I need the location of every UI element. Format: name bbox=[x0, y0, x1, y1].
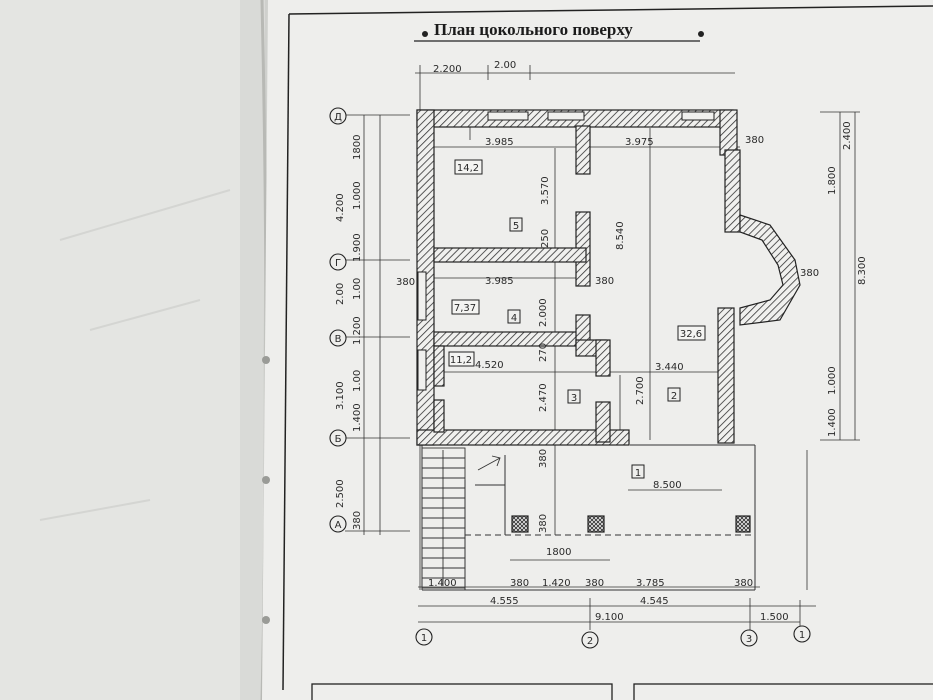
plan-title: План цокольного поверху bbox=[414, 20, 704, 42]
dim-left-3100: 3.100 bbox=[335, 381, 346, 410]
row-axis-letters: Д Г В Б А bbox=[334, 112, 342, 531]
axis-row-b bbox=[329, 429, 347, 447]
dim-room2-top-w: 3.975 bbox=[625, 137, 654, 148]
dim-left-1800: 1800 bbox=[352, 135, 363, 160]
axis-col-2 bbox=[581, 631, 599, 649]
dim-room3-w: 4.520 bbox=[475, 360, 504, 371]
dim-room4-h: 2.000 bbox=[538, 298, 549, 327]
partition-5-2-upper bbox=[575, 125, 591, 175]
dim-room4-w: 3.985 bbox=[485, 276, 514, 287]
dim-right-1000: 1.000 bbox=[827, 366, 838, 395]
dim-full-h-inner: 8.540 bbox=[615, 221, 626, 250]
wall-east-upper bbox=[719, 109, 738, 156]
dim-total-right: 4.545 bbox=[640, 596, 669, 607]
axis-row-v bbox=[329, 329, 347, 347]
dim-top-b: 2.00 bbox=[494, 60, 516, 71]
vertical-dimension-texts: 3.570 250 8.540 2.000 270 2.470 2.700 38… bbox=[335, 121, 868, 533]
axis-row-g bbox=[329, 253, 347, 271]
axis-row-a-label: А bbox=[335, 520, 342, 531]
partition-4-3 bbox=[433, 331, 587, 347]
axis-col-1-label: 1 bbox=[421, 633, 427, 644]
stairs bbox=[421, 447, 501, 589]
dim-left-4200: 4.200 bbox=[335, 193, 346, 222]
dim-right-1800: 1.800 bbox=[827, 166, 838, 195]
dim-v-270: 270 bbox=[538, 343, 549, 362]
dim-right-1400: 1.400 bbox=[827, 408, 838, 437]
dim-bottom-3785: 3.785 bbox=[636, 578, 665, 589]
room4-area: 7,37 bbox=[454, 303, 476, 314]
room1-number: 1 bbox=[635, 468, 641, 479]
wall-east-lower bbox=[717, 307, 735, 444]
dim-left-2500: 2.500 bbox=[335, 479, 346, 508]
row-axis-markers bbox=[329, 107, 347, 533]
room2-area: 32,6 bbox=[680, 329, 702, 340]
axis-row-d bbox=[329, 107, 347, 125]
dim-wall-380-top-right: 380 bbox=[745, 135, 764, 146]
dim-room5-w: 3.985 bbox=[485, 137, 514, 148]
dim-top-a: 2.200 bbox=[433, 64, 462, 75]
windows bbox=[417, 111, 715, 391]
dim-total: 9.100 bbox=[595, 612, 624, 623]
room4-number: 4 bbox=[511, 313, 517, 324]
axis-col-3 bbox=[740, 629, 758, 647]
dim-total-left: 4.555 bbox=[490, 596, 519, 607]
dim-v-250: 250 bbox=[540, 229, 551, 248]
column-axis-numbers: 1 2 3 1 bbox=[421, 630, 805, 647]
dim-room2-h: 2.700 bbox=[635, 376, 646, 405]
dim-left-1200: 1.200 bbox=[352, 316, 363, 345]
axis-row-v-label: В bbox=[335, 334, 342, 345]
bay-window-wall bbox=[739, 214, 801, 326]
dim-left-1000a: 1.000 bbox=[352, 181, 363, 210]
dim-stair-1800: 1800 bbox=[546, 547, 571, 558]
columns bbox=[511, 515, 751, 533]
partition-5-4 bbox=[433, 247, 587, 263]
dim-room3-h: 2.470 bbox=[538, 383, 549, 412]
dim-left-1000b: 1.00 bbox=[352, 370, 363, 392]
dim-left-380: 380 bbox=[352, 511, 363, 530]
room3-number: 3 bbox=[571, 393, 577, 404]
room3-area: 11,2 bbox=[450, 355, 472, 366]
dim-bottom-380b: 380 bbox=[585, 578, 604, 589]
dim-wall-380-mid: 380 bbox=[595, 276, 614, 287]
dim-left-100: 1.00 bbox=[352, 278, 363, 300]
dim-bottom-380a: 380 bbox=[510, 578, 529, 589]
room-labels: 14,2 5 7,37 4 11,2 3 32,6 2 1 bbox=[448, 159, 706, 479]
axis-col-1b bbox=[793, 625, 811, 643]
wall-south bbox=[416, 429, 630, 446]
axis-row-g-label: Г bbox=[335, 258, 341, 269]
dim-room5-h: 3.570 bbox=[540, 176, 551, 205]
dim-right-8300: 8.300 bbox=[857, 256, 868, 285]
plan-title-text: План цокольного поверху bbox=[434, 20, 633, 39]
dim-wall-380-bay: 380 bbox=[800, 268, 819, 279]
axis-row-d-label: Д bbox=[334, 112, 342, 123]
axis-row-a bbox=[329, 515, 347, 533]
left-page bbox=[0, 0, 268, 700]
dim-left-1900: 1.900 bbox=[352, 233, 363, 262]
axis-col-3-label: 3 bbox=[746, 634, 752, 645]
room2-number: 2 bbox=[671, 391, 677, 402]
dimension-texts: 2.200 2.00 3.985 3.975 380 3.985 380 380… bbox=[396, 60, 819, 623]
dim-bottom-1420: 1.420 bbox=[542, 578, 571, 589]
dim-right-ext: 1.500 bbox=[760, 612, 789, 623]
axis-row-b-label: Б bbox=[335, 434, 342, 445]
dim-bottom-380c: 380 bbox=[734, 578, 753, 589]
dim-wall-380-left: 380 bbox=[396, 277, 415, 288]
dim-terrace-w: 8.500 bbox=[653, 480, 682, 491]
column-axis-markers bbox=[415, 625, 811, 649]
binder-holes bbox=[262, 356, 270, 624]
axis-col-1 bbox=[415, 628, 433, 646]
dim-room2-w: 3.440 bbox=[655, 362, 684, 373]
dim-v-380-bottom: 380 bbox=[538, 514, 549, 533]
room5-number: 5 bbox=[513, 221, 519, 232]
dim-left-200: 2.00 bbox=[335, 283, 346, 305]
dim-right-2400: 2.400 bbox=[842, 121, 853, 150]
walls bbox=[416, 109, 801, 446]
dim-bottom-1400: 1.400 bbox=[428, 578, 457, 589]
axis-col-1b-label: 1 bbox=[799, 630, 805, 641]
dim-v-380-lower: 380 bbox=[538, 449, 549, 468]
dim-left-1400: 1.400 bbox=[352, 403, 363, 432]
axis-col-2-label: 2 bbox=[587, 636, 593, 647]
room5-area: 14,2 bbox=[457, 163, 479, 174]
